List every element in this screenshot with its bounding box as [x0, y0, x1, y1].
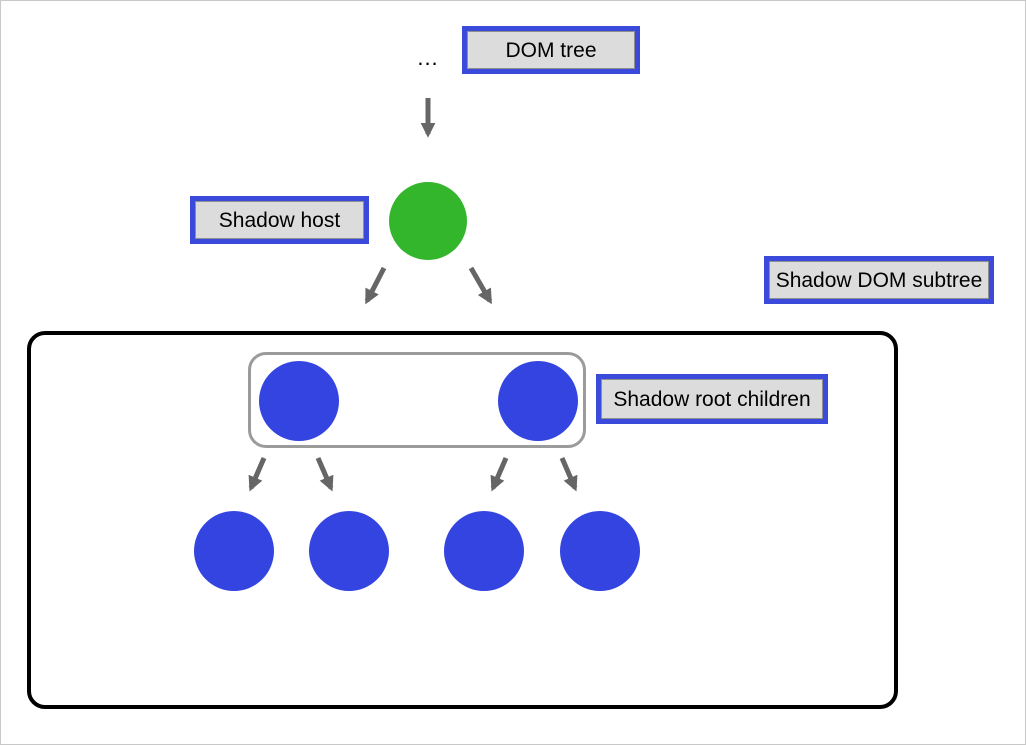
arrow-host-to-left-child [364, 266, 387, 305]
shadow-root-children-box [248, 352, 586, 448]
leaf-node-1 [194, 511, 274, 591]
dom-tree-ellipsis: ... [417, 45, 439, 70]
leaf-node-3 [444, 511, 524, 591]
shadow-root-children-label-text: Shadow root children [613, 387, 811, 411]
shadow-root-children-label: Shadow root children [596, 374, 828, 424]
dom-tree-label: DOM tree [462, 26, 640, 74]
leaf-node-4 [560, 511, 640, 591]
shadow-dom-subtree-label-text: Shadow DOM subtree [775, 268, 983, 292]
shadow-dom-subtree-box [27, 331, 898, 709]
dom-tree-label-text: DOM tree [505, 38, 597, 62]
shadow-root-child-node-1 [259, 361, 339, 441]
shadow-host-node [389, 182, 467, 260]
shadow-root-child-node-2 [498, 361, 578, 441]
leaf-node-2 [309, 511, 389, 591]
arrow-host-to-right-child [468, 266, 493, 305]
shadow-host-label: Shadow host [190, 196, 369, 244]
shadow-host-label-text: Shadow host [218, 208, 341, 232]
shadow-dom-subtree-label: Shadow DOM subtree [764, 256, 994, 304]
